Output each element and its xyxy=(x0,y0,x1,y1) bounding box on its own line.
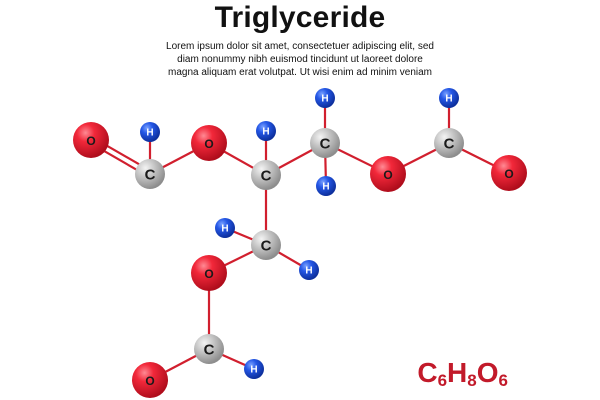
formula-oxygen: O xyxy=(476,357,499,388)
carbon-atom-label: C xyxy=(204,342,215,359)
hydrogen-atom-label: H xyxy=(250,365,257,376)
hydrogen-atom-sphere xyxy=(315,88,335,108)
oxygen-atom: O xyxy=(73,122,109,158)
hydrogen-atom: H xyxy=(256,121,276,141)
description-text: Lorem ipsum dolor sit amet, consectetuer… xyxy=(0,40,600,79)
hydrogen-atom-label: H xyxy=(146,128,153,139)
oxygen-atom-sphere xyxy=(191,125,227,161)
hydrogen-atom-label: H xyxy=(445,94,452,105)
description-line: Lorem ipsum dolor sit amet, consectetuer… xyxy=(166,41,434,52)
oxygen-atom: O xyxy=(132,362,168,398)
description-line: magna aliquam erat volutpat. Ut wisi eni… xyxy=(168,67,432,78)
hydrogen-atom-label: H xyxy=(221,224,228,235)
oxygen-atom: O xyxy=(191,255,227,291)
oxygen-atom-label: O xyxy=(504,167,513,181)
oxygen-atom: O xyxy=(370,156,406,192)
carbon-atom: C xyxy=(135,159,165,189)
oxygen-atom-label: O xyxy=(145,374,154,388)
carbon-atom-sphere xyxy=(434,128,464,158)
carbon-atom: C xyxy=(434,128,464,158)
carbon-atom-sphere xyxy=(135,159,165,189)
description-line: diam nonummy nibh euismod tincidunt ut l… xyxy=(177,54,423,65)
oxygen-atom: O xyxy=(491,155,527,191)
oxygen-atom: O xyxy=(191,125,227,161)
formula-hydrogen: H xyxy=(447,357,468,388)
hydrogen-atom-sphere xyxy=(244,359,264,379)
hydrogen-atom-label: H xyxy=(262,127,269,138)
carbon-atom: C xyxy=(251,160,281,190)
hydrogen-atom-sphere xyxy=(316,176,336,196)
carbon-atom: C xyxy=(251,230,281,260)
oxygen-atom-sphere xyxy=(491,155,527,191)
hydrogen-atom-label: H xyxy=(305,266,312,277)
hydrogen-atom-sphere xyxy=(299,260,319,280)
carbon-atom-label: C xyxy=(320,136,331,153)
oxygen-atom-label: O xyxy=(383,168,392,182)
carbon-atom-sphere xyxy=(251,230,281,260)
carbon-atom-sphere xyxy=(194,334,224,364)
carbon-atom: C xyxy=(310,128,340,158)
oxygen-atom-label: O xyxy=(86,134,95,148)
carbon-atom-sphere xyxy=(310,128,340,158)
oxygen-atom-sphere xyxy=(191,255,227,291)
formula-carbon: C xyxy=(417,357,438,388)
oxygen-atom-sphere xyxy=(370,156,406,192)
hydrogen-atom: H xyxy=(299,260,319,280)
hydrogen-atom-sphere xyxy=(140,122,160,142)
hydrogen-atom: H xyxy=(439,88,459,108)
carbon-atom-sphere xyxy=(251,160,281,190)
formula-hydrogen-count: 8 xyxy=(467,371,477,390)
hydrogen-atom-label: H xyxy=(321,94,328,105)
formula-oxygen-count: 6 xyxy=(498,371,508,390)
hydrogen-atom: H xyxy=(140,122,160,142)
carbon-atom-label: C xyxy=(261,238,272,255)
page-title: Triglyceride xyxy=(214,1,386,34)
carbon-atom-label: C xyxy=(444,136,455,153)
carbon-atom-label: C xyxy=(261,168,272,185)
molecular-formula: C6H8O6 xyxy=(417,358,508,396)
hydrogen-atom-sphere xyxy=(215,218,235,238)
hydrogen-atom: H xyxy=(215,218,235,238)
formula-carbon-count: 6 xyxy=(437,371,448,390)
hydrogen-atom: H xyxy=(315,88,335,108)
oxygen-atom-sphere xyxy=(132,362,168,398)
carbon-atom: C xyxy=(194,334,224,364)
hydrogen-atom-label: H xyxy=(322,182,329,193)
hydrogen-atom: H xyxy=(244,359,264,379)
hydrogen-atom-sphere xyxy=(439,88,459,108)
hydrogen-atom: H xyxy=(316,176,336,196)
hydrogen-atom-sphere xyxy=(256,121,276,141)
oxygen-atom-label: O xyxy=(204,267,213,281)
oxygen-atom-label: O xyxy=(204,137,213,151)
oxygen-atom-sphere xyxy=(73,122,109,158)
carbon-atom-label: C xyxy=(145,167,156,184)
